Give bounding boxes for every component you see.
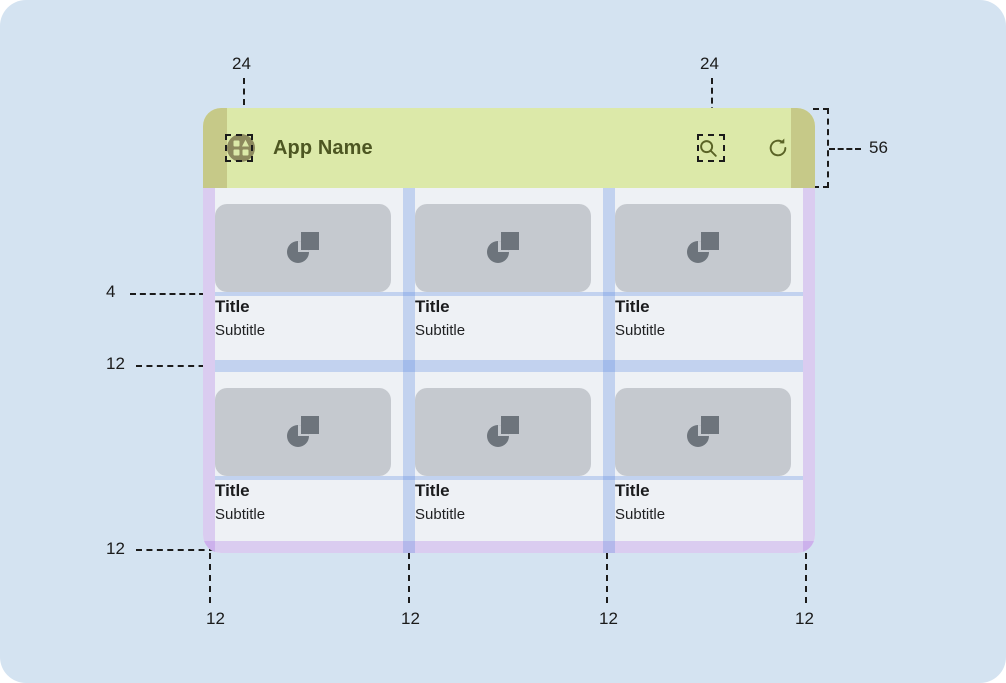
image-placeholder-icon	[487, 232, 519, 263]
spacing-overlay-title-row-1	[215, 292, 803, 296]
card-subtitle: Subtitle	[215, 322, 266, 339]
padding-overlay-left	[203, 188, 215, 553]
image-placeholder-icon	[487, 416, 519, 447]
card-title: Title	[615, 297, 650, 316]
card-text: Title Subtitle	[415, 292, 591, 342]
leader-line-bottom-margin-4	[805, 553, 807, 603]
annotation-bottom-margin-1: 12	[206, 609, 225, 628]
card-media	[615, 388, 791, 476]
annotation-leading-icon-size: 24	[232, 54, 251, 73]
measure-bracket-app-bar-height	[813, 108, 829, 188]
leader-line-title-top-spacing	[130, 293, 215, 295]
image-placeholder-icon	[687, 232, 719, 263]
card-media	[415, 204, 591, 292]
image-placeholder-icon	[287, 416, 319, 447]
annotation-bottom-padding: 12	[106, 539, 125, 558]
card-title: Title	[215, 481, 250, 500]
app-logo-icon[interactable]	[227, 134, 255, 162]
leader-line-row-spacing	[136, 365, 215, 367]
card-media	[615, 204, 791, 292]
leader-line-bottom-margin-3	[606, 553, 608, 603]
gutter-overlay-1	[403, 188, 415, 553]
leader-line-bottom-margin-2	[408, 553, 410, 603]
search-icon[interactable]	[695, 135, 721, 161]
app-bar-title: App Name	[273, 136, 373, 159]
card[interactable]: Title Subtitle	[415, 388, 591, 526]
image-placeholder-icon	[287, 232, 319, 263]
card-text: Title Subtitle	[615, 292, 791, 342]
leader-line-bottom-margin-1	[209, 553, 211, 603]
spacing-overlay-title-row-2	[215, 476, 803, 480]
refresh-icon[interactable]	[765, 135, 791, 161]
card-title: Title	[415, 297, 450, 316]
card-subtitle: Subtitle	[415, 506, 466, 523]
app-bar-content: App Name	[227, 108, 791, 188]
annotation-title-top-spacing: 4	[106, 282, 116, 301]
app-bar-padding-right-overlay	[791, 108, 815, 188]
card-subtitle: Subtitle	[415, 322, 466, 339]
leader-line-app-bar-height	[829, 148, 861, 150]
gutter-overlay-2	[603, 188, 615, 553]
annotation-search-icon-size: 24	[700, 54, 719, 73]
annotation-bottom-margin-3: 12	[599, 609, 618, 628]
card[interactable]: Title Subtitle	[615, 388, 791, 526]
leader-line-leading-icon	[243, 78, 245, 126]
card[interactable]: Title Subtitle	[215, 204, 391, 342]
card-title: Title	[415, 481, 450, 500]
card[interactable]: Title Subtitle	[415, 204, 591, 342]
annotation-row-spacing: 12	[106, 354, 125, 373]
card-subtitle: Subtitle	[615, 322, 666, 339]
card[interactable]: Title Subtitle	[215, 388, 391, 526]
spacing-overlay-between-rows	[215, 360, 803, 372]
card-media	[415, 388, 591, 476]
annotation-bottom-margin-4: 12	[795, 609, 814, 628]
app-bar: App Name	[203, 108, 815, 188]
layout-frame: App Name	[203, 108, 815, 553]
card-title: Title	[215, 297, 250, 316]
leader-line-search-icon	[711, 78, 713, 133]
image-placeholder-icon	[687, 416, 719, 447]
card-subtitle: Subtitle	[615, 506, 666, 523]
card-subtitle: Subtitle	[215, 506, 266, 523]
card-title: Title	[615, 481, 650, 500]
card-text: Title Subtitle	[215, 476, 391, 526]
card[interactable]: Title Subtitle	[615, 204, 791, 342]
leader-line-bottom-padding	[136, 549, 215, 551]
padding-overlay-bottom	[203, 541, 815, 553]
app-bar-padding-left-overlay	[203, 108, 227, 188]
card-media	[215, 204, 391, 292]
card-text: Title Subtitle	[615, 476, 791, 526]
card-text: Title Subtitle	[215, 292, 391, 342]
card-media	[215, 388, 391, 476]
annotation-bottom-margin-2: 12	[401, 609, 420, 628]
padding-overlay-right	[803, 188, 815, 553]
annotation-app-bar-height: 56	[869, 138, 888, 157]
card-text: Title Subtitle	[415, 476, 591, 526]
